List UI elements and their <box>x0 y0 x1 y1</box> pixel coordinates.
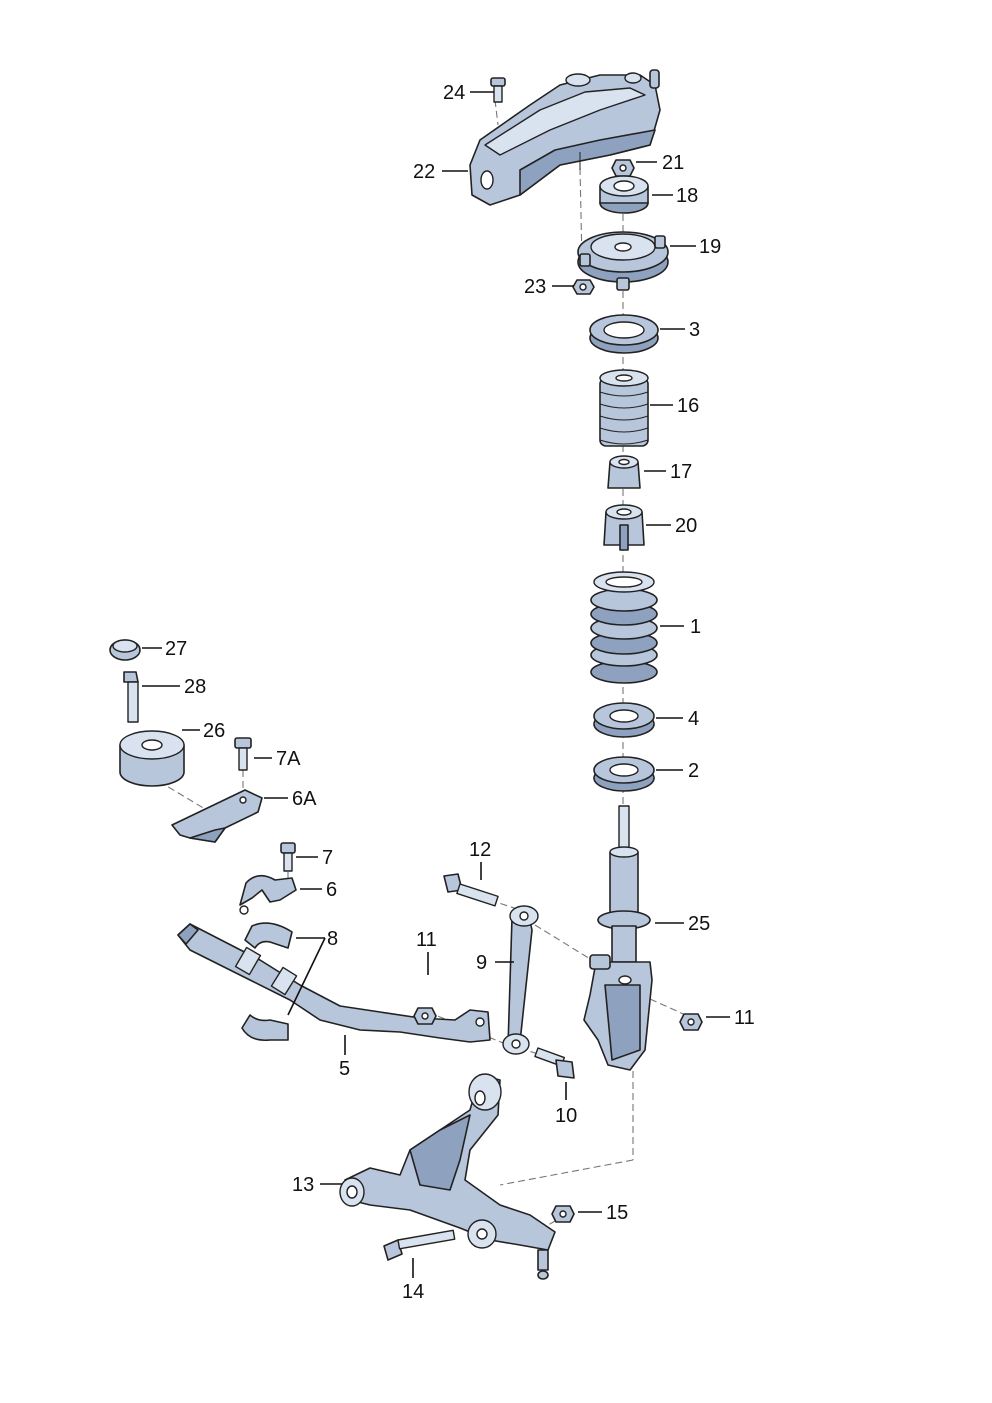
label-24: 24 <box>443 82 465 104</box>
coil-spring-1 <box>590 571 658 684</box>
bolt-28 <box>123 671 139 723</box>
spring-seat-4 <box>593 702 655 738</box>
nut-21 <box>611 159 635 177</box>
label-20: 20 <box>675 515 697 537</box>
label-13: 13 <box>292 1174 314 1196</box>
shock-absorber-25 <box>583 805 653 1071</box>
label-5: 5 <box>339 1058 350 1080</box>
protective-boot-16 <box>599 369 649 447</box>
label-27: 27 <box>165 638 187 660</box>
leader-lines <box>142 91 730 1278</box>
label-16: 16 <box>677 395 699 417</box>
bolt-10 <box>534 1047 575 1079</box>
bolt-24 <box>490 77 506 103</box>
stabilizer-bar-5 <box>177 923 491 1043</box>
bolt-7A <box>234 737 252 771</box>
bracket-6A <box>171 789 263 843</box>
rubber-mount-26 <box>119 730 185 787</box>
label-9: 9 <box>476 952 487 974</box>
stop-cup-20 <box>603 504 645 551</box>
label-18: 18 <box>676 185 698 207</box>
nut-11-right <box>679 1013 703 1031</box>
label-11-right: 11 <box>734 1007 755 1029</box>
nut-15 <box>551 1205 575 1223</box>
cap-27 <box>109 639 141 661</box>
label-23: 23 <box>524 276 546 298</box>
bushing-8 <box>241 922 293 1042</box>
label-26: 26 <box>203 720 225 742</box>
nut-11-left <box>413 1007 437 1025</box>
bolt-7 <box>280 842 296 872</box>
bolt-12 <box>443 873 499 907</box>
spring-pad-2 <box>593 756 655 792</box>
bolt-14 <box>383 1229 456 1261</box>
strut-mount-bracket <box>469 69 661 206</box>
label-21: 21 <box>662 152 684 174</box>
label-17: 17 <box>670 461 692 483</box>
top-mount-19 <box>577 231 669 291</box>
callout-labels: 24 22 21 18 19 23 3 16 17 20 1 4 2 25 27… <box>165 82 755 1303</box>
label-7A: 7A <box>276 748 301 770</box>
label-11-left: 11 <box>416 929 437 951</box>
label-6A: 6A <box>292 788 317 810</box>
nut-23 <box>572 279 595 295</box>
label-15: 15 <box>606 1202 628 1224</box>
label-6: 6 <box>326 879 337 901</box>
label-2: 2 <box>688 760 699 782</box>
label-19: 19 <box>699 236 721 258</box>
thrust-bearing-18 <box>599 175 649 214</box>
label-22: 22 <box>413 161 435 183</box>
label-8: 8 <box>327 928 338 950</box>
label-12: 12 <box>469 839 491 861</box>
label-1: 1 <box>690 616 701 638</box>
label-7: 7 <box>322 847 333 869</box>
clamp-6 <box>239 874 297 915</box>
label-14: 14 <box>402 1281 424 1303</box>
lower-control-arm <box>339 1073 556 1280</box>
label-4: 4 <box>688 708 699 730</box>
label-28: 28 <box>184 676 206 698</box>
spring-seat-3 <box>589 314 659 354</box>
bump-stop-17 <box>607 455 641 489</box>
label-3: 3 <box>689 319 700 341</box>
coupling-rod-9 <box>502 905 539 1055</box>
label-10: 10 <box>555 1105 577 1127</box>
label-25: 25 <box>688 913 710 935</box>
